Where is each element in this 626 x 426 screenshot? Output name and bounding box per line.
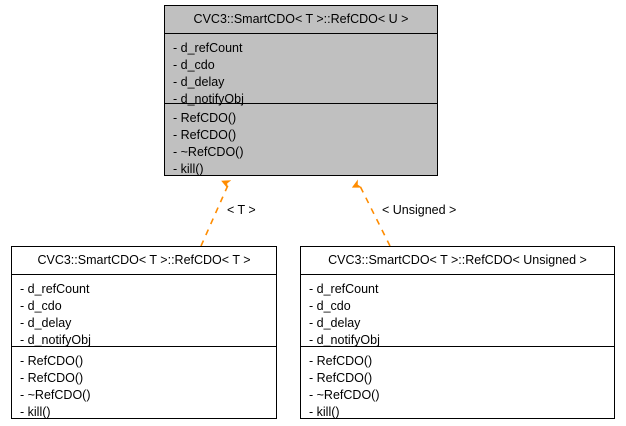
class-methods-refcdo-t: - RefCDO() - RefCDO() - ~RefCDO() - kill… bbox=[12, 347, 276, 426]
attribute-row: - d_delay bbox=[20, 316, 72, 330]
class-methods-base: - RefCDO() - RefCDO() - ~RefCDO() - kill… bbox=[165, 104, 437, 184]
method-row: - RefCDO() bbox=[309, 354, 373, 368]
attribute-row: - d_refCount bbox=[173, 41, 243, 55]
attribute-row: - d_cdo bbox=[309, 299, 351, 313]
method-row: - ~RefCDO() bbox=[20, 388, 91, 402]
method-row: - kill() bbox=[309, 405, 340, 419]
method-row: - RefCDO() bbox=[20, 371, 84, 385]
method-row: - ~RefCDO() bbox=[309, 388, 380, 402]
class-attributes-refcdo-t: - d_refCount - d_cdo - d_delay - d_notif… bbox=[12, 275, 276, 347]
method-row: - RefCDO() bbox=[173, 111, 237, 125]
method-row: - kill() bbox=[20, 405, 51, 419]
method-row: - RefCDO() bbox=[309, 371, 373, 385]
class-title-base: CVC3::SmartCDO< T >::RefCDO< U > bbox=[165, 6, 437, 34]
method-row: - ~RefCDO() bbox=[173, 145, 244, 159]
attribute-row: - d_refCount bbox=[309, 282, 379, 296]
attribute-row: - d_cdo bbox=[173, 58, 215, 72]
edge-line-t bbox=[200, 180, 232, 247]
attribute-row: - d_notifyObj bbox=[173, 92, 244, 106]
attribute-row: - d_notifyObj bbox=[309, 333, 380, 347]
method-row: - kill() bbox=[173, 162, 204, 176]
method-row: - RefCDO() bbox=[173, 128, 237, 142]
attribute-row: - d_refCount bbox=[20, 282, 90, 296]
edge-label-unsigned: < Unsigned > bbox=[381, 203, 458, 217]
class-attributes-refcdo-unsigned: - d_refCount - d_cdo - d_delay - d_notif… bbox=[301, 275, 614, 347]
method-row: - RefCDO() bbox=[20, 354, 84, 368]
attribute-row: - d_notifyObj bbox=[20, 333, 91, 347]
class-title-refcdo-unsigned: CVC3::SmartCDO< T >::RefCDO< Unsigned > bbox=[301, 247, 614, 275]
attribute-row: - d_delay bbox=[309, 316, 361, 330]
attribute-row: - d_delay bbox=[173, 75, 225, 89]
edge-label-t: < T > bbox=[226, 203, 257, 217]
attribute-row: - d_cdo bbox=[20, 299, 62, 313]
class-title-refcdo-t: CVC3::SmartCDO< T >::RefCDO< T > bbox=[12, 247, 276, 275]
class-node-refcdo-unsigned[interactable]: CVC3::SmartCDO< T >::RefCDO< Unsigned > … bbox=[300, 246, 615, 419]
class-methods-refcdo-unsigned: - RefCDO() - RefCDO() - ~RefCDO() - kill… bbox=[301, 347, 614, 426]
class-node-base[interactable]: CVC3::SmartCDO< T >::RefCDO< U > - d_ref… bbox=[164, 5, 438, 176]
class-node-refcdo-t[interactable]: CVC3::SmartCDO< T >::RefCDO< T > - d_ref… bbox=[11, 246, 277, 419]
class-attributes-base: - d_refCount - d_cdo - d_delay - d_notif… bbox=[165, 34, 437, 106]
